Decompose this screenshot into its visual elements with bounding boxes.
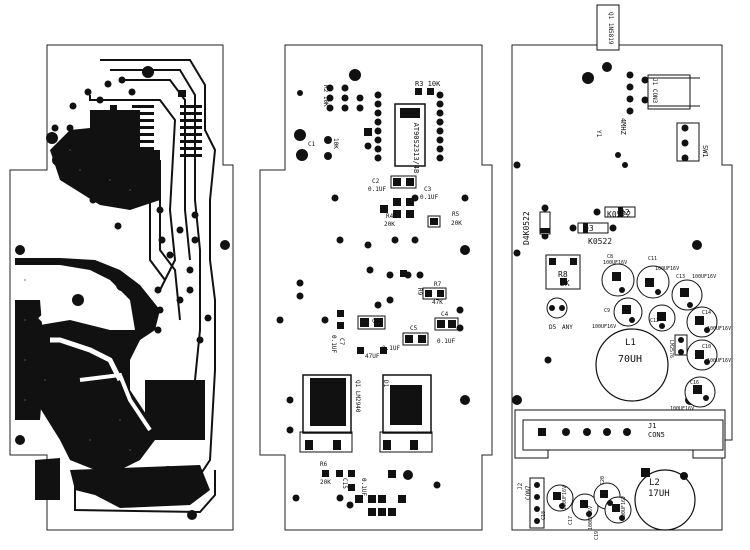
r7-value: 47K <box>432 299 443 306</box>
c11-label: C11 <box>648 256 657 262</box>
c7-value: 0.1UF <box>330 335 337 353</box>
c3-value: 0.1UF <box>420 194 438 201</box>
c7-label: C7 <box>338 338 345 346</box>
r8-label: R8 <box>558 270 568 279</box>
l2-label: L2 <box>649 478 660 488</box>
c8-value: 100UF16V <box>603 260 627 266</box>
solder-mask-board: R2 10K R3 10K U1 AT90S2313/4B C1 10K C2 … <box>259 44 493 531</box>
r2-label: R2 10K <box>322 85 329 107</box>
c6-value: 47UF <box>365 353 380 360</box>
c19-value: 100UF16V <box>588 506 594 530</box>
r3-label: R3 10K <box>415 80 441 88</box>
con7-label: CON7 <box>525 485 532 500</box>
led-label: ANY <box>562 324 573 331</box>
j1b-label: J1 <box>648 422 656 430</box>
c15-value: 0.1UF <box>360 478 367 496</box>
r6-value: 20K <box>320 479 331 486</box>
c9-label: C9 <box>604 308 610 314</box>
q1-label: Q1 LM2940 <box>354 380 361 413</box>
c19-label: C19 <box>594 531 600 540</box>
con5-label: CON5 <box>648 431 665 439</box>
c1-label: C1 <box>308 141 316 148</box>
c17-label: C17 <box>568 516 574 525</box>
r7-label: R7 <box>434 281 442 288</box>
r5-value: 20K <box>451 220 462 227</box>
l2-value: 17UH <box>648 489 670 499</box>
r4-label: R4 <box>386 213 394 220</box>
u1-label: U1 AT90S2313/4B <box>412 110 420 173</box>
r9-label: R9 <box>416 288 423 296</box>
c2-value: 0.1UF <box>368 186 386 193</box>
d5-label: D5 <box>549 324 557 331</box>
c2-label: C2 <box>372 178 380 185</box>
k0522-b-label: K0522 <box>588 237 612 246</box>
d2-label: D2 <box>620 208 630 217</box>
d3-label: D3 <box>584 224 594 233</box>
c5-value: 0.1UF <box>382 345 400 352</box>
k0522-a-label: K0522 <box>607 210 631 219</box>
c13-label: C13 <box>676 274 685 280</box>
c13-value: 100UF16V <box>692 274 716 280</box>
j2-label: J2 <box>517 482 524 490</box>
c14-value: 100UF16V <box>707 326 731 332</box>
sw1-label: SW1 <box>701 145 709 158</box>
c4-value: 0.1UF <box>437 338 455 345</box>
c10-value: 100UF16V <box>707 358 731 364</box>
silkscreen-board: Q1 1N5819 J1 CON3 Y1 4MHZ SW1 D2 K0522 D… <box>511 4 733 540</box>
c18-label: C18 <box>541 511 547 520</box>
copper-board <box>9 44 234 531</box>
c20-label: C20 <box>600 476 606 485</box>
c11-value: 100UF16V <box>655 266 679 272</box>
c5-label: C5 <box>410 325 418 332</box>
d4-label: D4K0522 <box>522 211 531 245</box>
c20-value: 100UF16V <box>621 496 627 520</box>
regulator-label: LM2576 <box>668 340 674 358</box>
r5-label: R5 <box>452 211 460 218</box>
d1-label: D1 <box>382 380 389 388</box>
l1-value: 70UH <box>618 354 642 365</box>
c15-label: C15 <box>341 478 348 489</box>
c3-label: C3 <box>424 186 432 193</box>
c14-label: C14 <box>702 310 711 316</box>
r8-value: 5K <box>560 279 570 288</box>
r1-label: 10K <box>332 138 339 149</box>
c9-value: 100UF16V <box>592 324 616 330</box>
c17-value: 100UF16V <box>562 486 568 510</box>
c16-label: C16 <box>690 380 699 386</box>
crystal-label: 4MHZ <box>619 118 627 135</box>
c4-label: C4 <box>441 311 449 318</box>
c10-label: C10 <box>702 344 711 350</box>
r4-value: 20K <box>384 221 395 228</box>
j1-silk-label: J1 CON3 <box>651 78 658 104</box>
c12-label: C12 <box>650 318 659 324</box>
r6-label: R6 <box>320 461 328 468</box>
q1-silk-label: Q1 1N5819 <box>607 12 614 45</box>
c6-label: C6 <box>372 318 380 325</box>
l1-label: L1 <box>625 338 636 348</box>
c16-value: 100UF16V <box>670 406 694 412</box>
y1-label: Y1 <box>595 130 602 138</box>
c8-label: C8 <box>607 254 613 260</box>
